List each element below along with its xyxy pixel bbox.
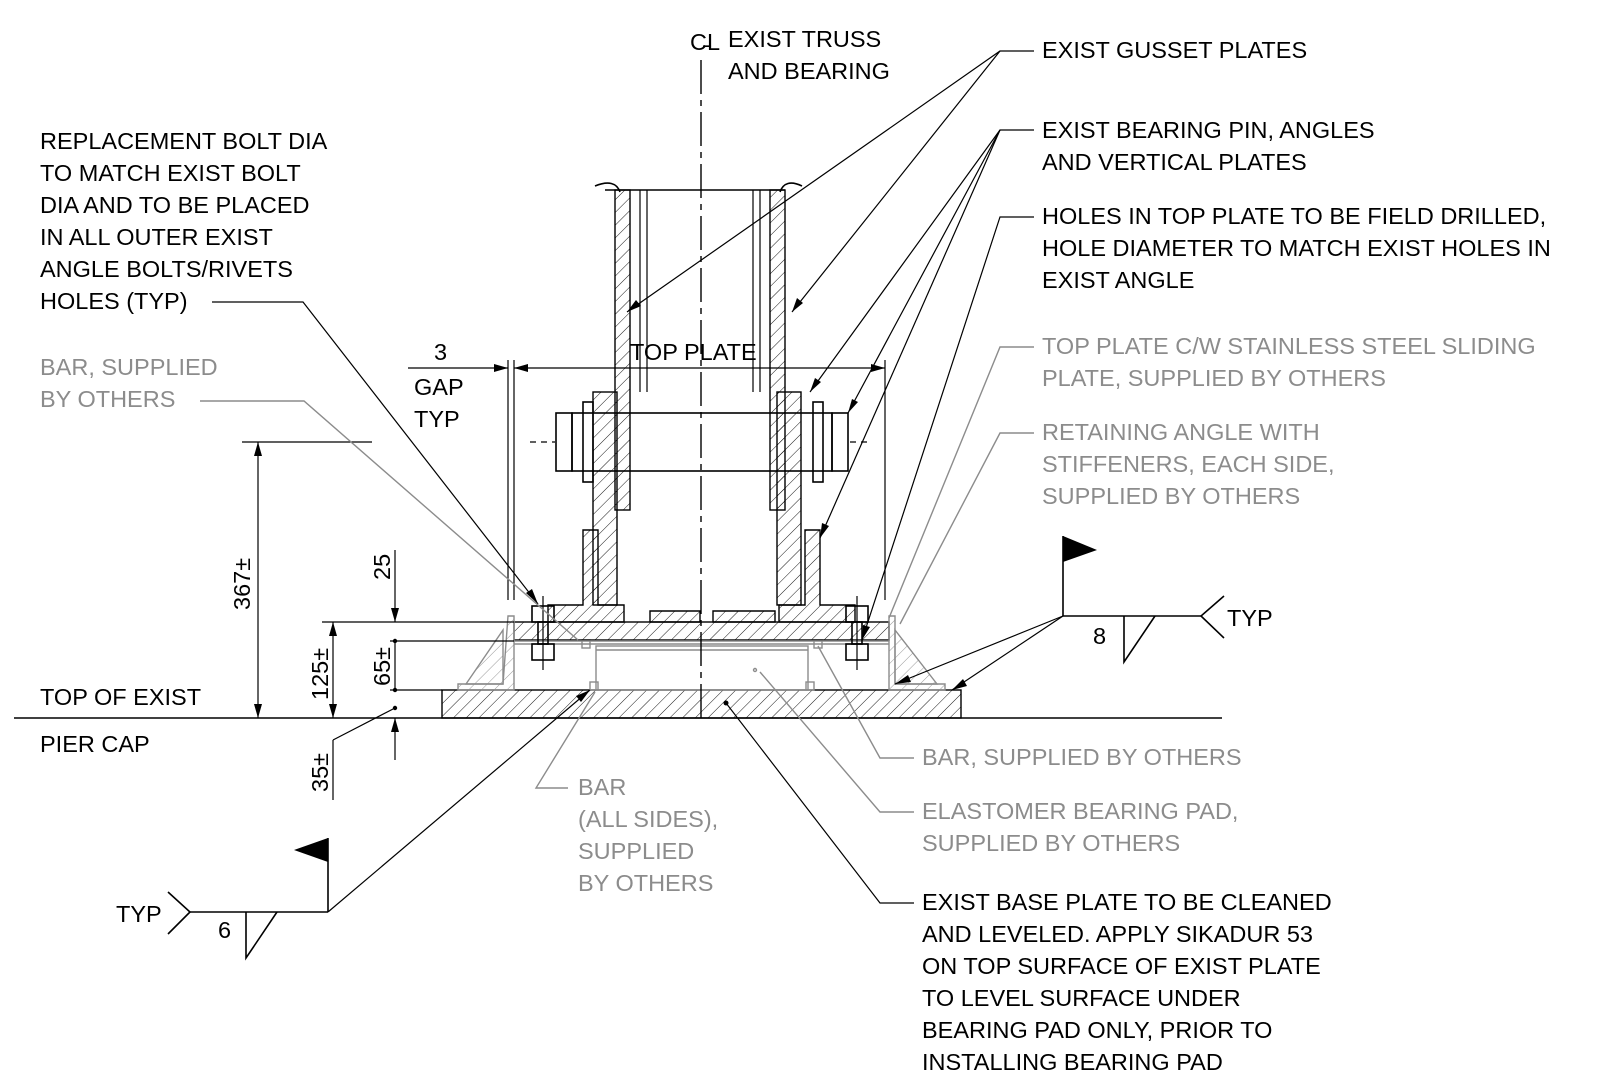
bar-left-note: BAR, SUPPLIED BY OTHERS: [40, 354, 218, 412]
bar-all-sides-note: BAR (ALL SIDES), SUPPLIED BY OTHERS: [578, 774, 718, 896]
svg-text:ANGLE BOLTS/RIVETS: ANGLE BOLTS/RIVETS: [40, 256, 293, 282]
svg-text:HOLES IN TOP PLATE TO BE FIELD: HOLES IN TOP PLATE TO BE FIELD DRILLED,: [1042, 203, 1546, 229]
svg-text:AND LEVELED. APPLY SIKADUR 53: AND LEVELED. APPLY SIKADUR 53: [922, 921, 1313, 947]
svg-text:EXIST GUSSET PLATES: EXIST GUSSET PLATES: [1042, 37, 1307, 63]
svg-text:EXIST TRUSS: EXIST TRUSS: [728, 26, 881, 52]
svg-text:HOLES (TYP): HOLES (TYP): [40, 288, 188, 314]
svg-text:EXIST ANGLE: EXIST ANGLE: [1042, 267, 1194, 293]
dim-25: 25: [369, 554, 395, 580]
svg-text:BY OTHERS: BY OTHERS: [40, 386, 175, 412]
truss-note: EXIST TRUSS AND BEARING: [728, 26, 890, 84]
retaining-angle-note: RETAINING ANGLE WITH STIFFENERS, EACH SI…: [1042, 419, 1335, 509]
svg-text:EXIST BEARING PIN, ANGLES: EXIST BEARING PIN, ANGLES: [1042, 117, 1375, 143]
svg-text:INSTALLING BEARING PAD: INSTALLING BEARING PAD: [922, 1049, 1223, 1075]
gusset-plate-left: [614, 189, 631, 511]
svg-text:ON TOP SURFACE OF EXIST PLATE: ON TOP SURFACE OF EXIST PLATE: [922, 953, 1321, 979]
vertical-plate-left: [592, 391, 618, 606]
top-plate-label: TOP PLATE: [630, 339, 757, 365]
svg-text:BAR, SUPPLIED: BAR, SUPPLIED: [40, 354, 218, 380]
svg-text:(ALL SIDES),: (ALL SIDES),: [578, 806, 718, 832]
svg-text:TYP: TYP: [1227, 605, 1273, 631]
elastomer-note: ELASTOMER BEARING PAD, SUPPLIED BY OTHER…: [922, 798, 1238, 856]
weld-symbol-right: 8 TYP: [894, 536, 1273, 691]
bolt-right: [845, 596, 869, 670]
svg-text:6: 6: [218, 917, 231, 943]
bar-small-right-bot: [805, 681, 815, 691]
svg-text:TO MATCH EXIST BOLT: TO MATCH EXIST BOLT: [40, 160, 301, 186]
gusset-plate-right: [769, 189, 786, 511]
gap-value: 3: [434, 339, 447, 365]
pin-note: EXIST BEARING PIN, ANGLES AND VERTICAL P…: [1042, 117, 1375, 175]
base-plate-note: EXIST BASE PLATE TO BE CLEANED AND LEVEL…: [922, 889, 1332, 1075]
bolt-note: REPLACEMENT BOLT DIA TO MATCH EXIST BOLT…: [40, 128, 328, 314]
svg-text:AND VERTICAL PLATES: AND VERTICAL PLATES: [1042, 149, 1307, 175]
svg-text:TYP: TYP: [116, 901, 162, 927]
elastomer-pad: [595, 645, 809, 691]
svg-text:STIFFENERS, EACH SIDE,: STIFFENERS, EACH SIDE,: [1042, 451, 1335, 477]
sliding-plate-note: TOP PLATE C/W STAINLESS STEEL SLIDING PL…: [1042, 333, 1536, 391]
svg-text:SUPPLIED: SUPPLIED: [578, 838, 694, 864]
dim-35: 35±: [307, 753, 333, 792]
svg-text:SUPPLIED BY OTHERS: SUPPLIED BY OTHERS: [922, 830, 1180, 856]
pier-cap-label: PIER CAP: [40, 731, 150, 757]
svg-text:PLATE, SUPPLIED BY OTHERS: PLATE, SUPPLIED BY OTHERS: [1042, 365, 1386, 391]
svg-text:8: 8: [1093, 623, 1106, 649]
bar-right-note: BAR, SUPPLIED BY OTHERS: [922, 744, 1242, 770]
dim-367: 367±: [229, 558, 255, 610]
svg-text:BAR: BAR: [578, 774, 626, 800]
gap-label-1: GAP: [414, 374, 464, 400]
dim-65: 65±: [369, 647, 395, 686]
svg-text:IN ALL OUTER EXIST: IN ALL OUTER EXIST: [40, 224, 273, 250]
weld-symbol-left: 6 TYP: [116, 689, 591, 961]
svg-text:TO LEVEL SURFACE UNDER: TO LEVEL SURFACE UNDER: [922, 985, 1241, 1011]
svg-text:TOP PLATE C/W STAINLESS STEEL: TOP PLATE C/W STAINLESS STEEL SLIDING: [1042, 333, 1536, 359]
holes-note: HOLES IN TOP PLATE TO BE FIELD DRILLED, …: [1042, 203, 1551, 293]
svg-text:BEARING PAD ONLY, PRIOR TO: BEARING PAD ONLY, PRIOR TO: [922, 1017, 1272, 1043]
centerline-symbol: C̵L: [690, 29, 720, 55]
gap-label-2: TYP: [414, 406, 460, 432]
gusset-note: EXIST GUSSET PLATES: [1042, 37, 1307, 63]
svg-text:ELASTOMER BEARING PAD,: ELASTOMER BEARING PAD,: [922, 798, 1238, 824]
svg-text:HOLE DIAMETER TO MATCH EXIST H: HOLE DIAMETER TO MATCH EXIST HOLES IN: [1042, 235, 1551, 261]
svg-text:SUPPLIED BY OTHERS: SUPPLIED BY OTHERS: [1042, 483, 1300, 509]
top-of-exist-label: TOP OF EXIST: [40, 684, 201, 710]
svg-text:RETAINING ANGLE WITH: RETAINING ANGLE WITH: [1042, 419, 1320, 445]
svg-text:BAR, SUPPLIED BY OTHERS: BAR, SUPPLIED BY OTHERS: [922, 744, 1242, 770]
svg-text:EXIST BASE PLATE TO BE CLEANED: EXIST BASE PLATE TO BE CLEANED: [922, 889, 1332, 915]
svg-text:DIA AND TO BE PLACED: DIA AND TO BE PLACED: [40, 192, 309, 218]
svg-text:REPLACEMENT BOLT DIA: REPLACEMENT BOLT DIA: [40, 128, 328, 154]
dim-125: 125±: [307, 648, 333, 700]
svg-text:AND BEARING: AND BEARING: [728, 58, 890, 84]
bar-small-left-bot: [589, 681, 599, 691]
bolt-left: [531, 596, 555, 670]
svg-text:BY OTHERS: BY OTHERS: [578, 870, 713, 896]
